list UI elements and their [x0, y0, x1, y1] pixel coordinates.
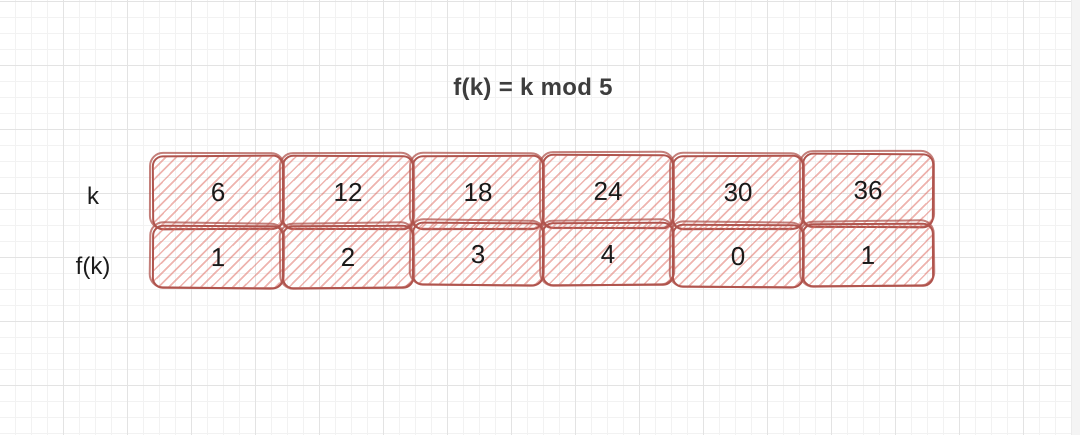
table-cell: 1 [801, 222, 935, 288]
cell-value: 1 [860, 239, 876, 270]
cell-value: 4 [600, 238, 616, 269]
cell-value: 6 [210, 176, 226, 208]
table-cell: 4 [541, 221, 675, 287]
table-cell: 2 [281, 224, 415, 290]
table-row-k: 6 12 18 24 30 36 [151, 152, 935, 231]
cell-value: 18 [463, 176, 493, 208]
table-row-fk: 1 2 3 4 0 1 [151, 221, 935, 290]
table-cell: 3 [411, 221, 545, 287]
table-cell: 18 [411, 154, 545, 231]
row-label-fk: f(k) [75, 253, 111, 280]
table-cell: 12 [281, 154, 415, 231]
cell-value: 36 [853, 174, 883, 206]
row-label-k: k [87, 183, 99, 210]
cell-value: 2 [340, 241, 356, 272]
table-cell: 6 [151, 154, 285, 231]
table-cell: 0 [671, 223, 805, 289]
cell-value: 24 [593, 175, 623, 207]
canvas-right-gutter [1071, 0, 1080, 435]
cell-value: 12 [333, 176, 363, 208]
table-cell: 1 [151, 224, 285, 290]
cell-value: 0 [730, 240, 746, 271]
cell-value: 1 [210, 241, 226, 272]
diagram-title: f(k) = k mod 5 [453, 74, 613, 101]
cell-value: 30 [723, 176, 753, 208]
table-cell: 30 [671, 154, 805, 231]
table-cell: 24 [541, 153, 675, 230]
table-cell: 36 [801, 152, 935, 229]
cell-value: 3 [470, 238, 486, 269]
function-table: 6 12 18 24 30 36 1 2 3 4 0 1 [151, 152, 935, 290]
